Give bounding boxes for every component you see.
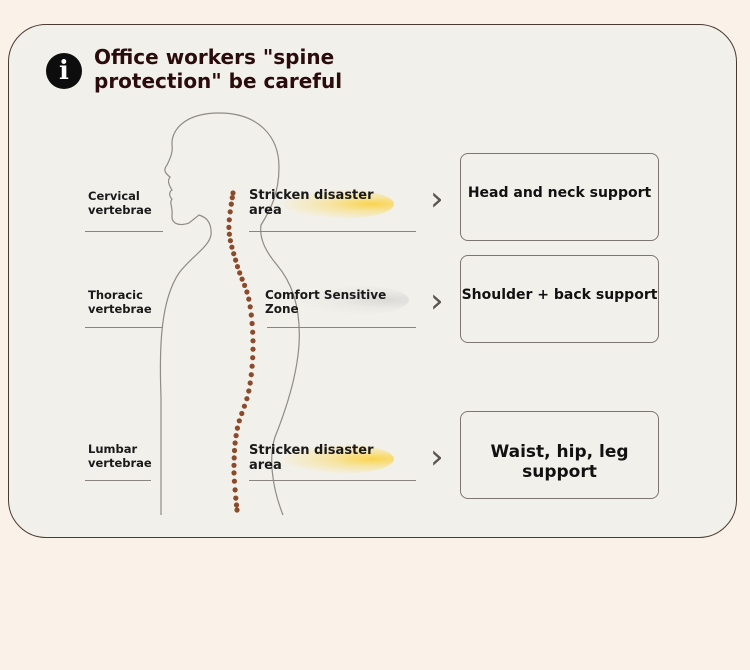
spine-dot [229,195,235,201]
support-label-2: Shoulder + back support [461,287,658,303]
support-label-1: Head and neck support [467,185,652,201]
spine-dot [227,238,233,244]
spine-dot [247,380,253,386]
divider [267,327,416,328]
zone-glow-3 [284,444,394,474]
spine-dot [227,209,233,215]
zone-glow-1 [284,189,394,219]
spine-dot [231,478,237,484]
info-icon: i [46,53,82,89]
spine-dot [250,338,256,344]
spine-dot [226,224,232,230]
spine-dot [230,190,236,196]
spine-dots [226,190,256,513]
page-title: Office workers "spine protection" be car… [94,45,343,93]
spine-dot [226,217,232,223]
spine-dot [246,388,252,394]
spine-dot [233,433,239,439]
spine-dot [229,244,235,250]
spine-dot [232,487,238,493]
spine-dot [239,276,245,282]
zone-label-2: Comfort Sensitive Zone [265,288,387,316]
divider [85,231,163,232]
spine-dot [231,447,238,454]
zone-glow-2 [299,285,409,315]
info-card: i Office workers "spine protection" be c… [8,24,737,538]
vertebra-label-cervical: Cervical vertebrae [88,189,152,217]
spine-dot [234,264,241,270]
spine-dot [244,289,250,295]
chevron-right-icon: › [430,437,444,477]
spine-dot [231,251,237,257]
body-outline [159,112,300,516]
body-silhouette [159,112,300,516]
chevron-right-icon: › [430,281,444,321]
spine-dot [244,396,250,402]
support-box-waist-hip-leg: Waist, hip, leg support [460,411,659,499]
divider [85,480,151,481]
support-box-head-neck: Head and neck support [460,153,659,241]
vertebra-label-thoracic: Thoracic vertebrae [88,288,152,316]
zone-label-3: Stricken disaster area [249,443,374,473]
spine-dot [250,346,256,352]
spine-dot [233,257,239,263]
spine-dot [248,312,254,318]
spine-dot [246,296,252,302]
spine-dot [248,372,254,378]
spine-dot [234,507,240,513]
spine-dot [241,403,247,409]
spine-dot [231,462,237,468]
support-label-3: Waist, hip, leg support [490,442,629,482]
spine-dot [250,355,256,361]
vertebra-label-lumbar: Lumbar vertebrae [88,442,152,470]
spine-dot [249,363,255,369]
spine-dot [232,440,238,446]
spine-dot [231,470,237,476]
spine-dot [237,270,243,276]
chevron-right-icon: › [430,179,444,219]
spine-dot [236,418,242,424]
spine-dot [228,201,234,207]
spine-dot [242,282,248,288]
spine-dot [234,425,240,431]
spine-dot [226,231,232,237]
divider [249,231,416,232]
spine-dot [233,502,240,508]
spine-dot [231,455,237,461]
spine-dot [250,329,256,335]
spine-dot [233,495,239,501]
zone-label-1: Stricken disaster area [249,188,374,218]
title-row: i Office workers "spine protection" be c… [46,43,354,93]
divider [249,480,416,481]
spine-dot [249,320,255,327]
divider [85,327,163,328]
spine-dot [239,410,245,417]
support-box-shoulder-back: Shoulder + back support [460,255,659,343]
spine-dot [247,304,253,310]
